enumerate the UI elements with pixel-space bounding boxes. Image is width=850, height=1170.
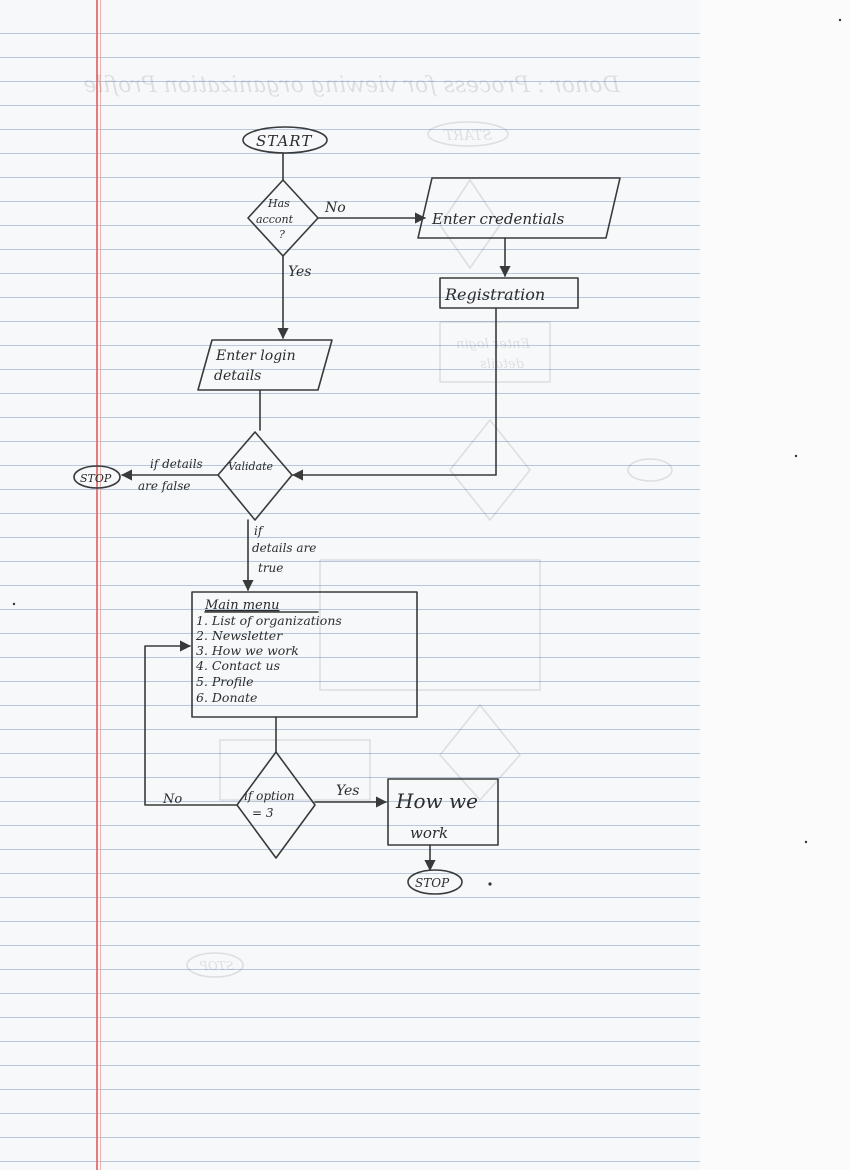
- edge-label-true-line1: if: [254, 524, 265, 538]
- enter-login-line1: Enter login: [215, 348, 296, 364]
- pencil-dot: [12, 602, 16, 606]
- bleed-login-box: [439, 321, 551, 383]
- edge-label-false-line1: if details: [150, 457, 203, 471]
- main-menu-item-6: 6. Donate: [196, 690, 257, 705]
- bleed-diamond-3: [439, 704, 521, 801]
- registration-node: Registration: [439, 277, 579, 309]
- edge-no-loop-to-menu: [144, 640, 238, 806]
- bleed-stop-oval: [186, 952, 244, 978]
- stop-node-bottom: STOP: [407, 869, 463, 895]
- start-node: START: [242, 126, 328, 154]
- bleed-login-line2: details: [480, 357, 524, 372]
- main-menu-item-2: 2. Newsletter: [195, 628, 283, 643]
- edge-label-yes-top: Yes: [288, 264, 312, 280]
- bleed-diamond-2: [449, 419, 531, 521]
- how-we-work-line1: How we: [395, 789, 478, 813]
- enter-credentials-node: Enter credentials: [417, 177, 621, 239]
- enter-credentials-label: Enter credentials: [431, 210, 565, 228]
- enter-credentials-parallelogram: [417, 177, 621, 239]
- bleed-diamond-1: [439, 179, 501, 269]
- edge-registration-to-validate: [291, 307, 497, 481]
- enter-login-line2: details: [214, 368, 261, 384]
- edge-label-true-line2: details are: [252, 541, 316, 555]
- has-account-line1: Has: [267, 197, 290, 210]
- has-account-line3: ?: [279, 228, 285, 241]
- start-oval: [242, 126, 328, 154]
- bleed-stop-oval-left: [627, 458, 673, 482]
- option-line2: = 3: [252, 806, 274, 820]
- has-account-line2: accont: [256, 213, 294, 226]
- bleed-start-label: START: [442, 128, 492, 144]
- registration-box: [439, 277, 579, 309]
- option-diamond: [236, 751, 316, 859]
- how-we-work-node: How we work: [387, 778, 499, 846]
- pencil-dot: [838, 18, 842, 22]
- edge-label-no-top: No: [324, 200, 346, 216]
- validate-diamond: [217, 431, 293, 521]
- pencil-dot: [794, 454, 798, 458]
- option-line1: if option: [244, 789, 295, 803]
- edge-label-yes-bottom: Yes: [336, 783, 360, 799]
- validate-decision: Validate: [217, 431, 293, 521]
- pencil-dot: [488, 882, 492, 886]
- main-menu-item-1: 1. List of organizations: [196, 613, 342, 628]
- option-decision: if option = 3: [236, 751, 316, 859]
- notebook-paper: [0, 0, 700, 1170]
- bleed-through-layer: Donor : Process for viewing organization…: [83, 73, 673, 978]
- margin-line: [96, 0, 98, 1170]
- has-account-decision: Has accont ?: [247, 179, 319, 257]
- main-menu-title: Main menu: [204, 598, 280, 613]
- start-label: START: [256, 132, 312, 150]
- edge-label-true-line3: true: [258, 561, 283, 575]
- bleed-display-box: [219, 739, 371, 801]
- margin-line-inner: [100, 0, 101, 1170]
- stop-label-bottom: STOP: [415, 876, 450, 890]
- registration-label: Registration: [444, 285, 545, 304]
- enter-login-node: Enter login details: [197, 339, 333, 391]
- bleed-start-oval: [427, 121, 509, 147]
- pencil-dot: [804, 840, 808, 844]
- main-menu-item-5: 5. Profile: [196, 674, 254, 689]
- bleed-stop-label: STOP: [199, 959, 234, 973]
- main-menu-node: Main menu 1. List of organizations 2. Ne…: [191, 591, 418, 718]
- bleed-menu-box: [319, 559, 541, 691]
- bleed-login-line1: Enter login: [456, 337, 531, 352]
- bleed-heading: Donor : Process for viewing organization…: [83, 73, 621, 98]
- main-menu-item-3: 3. How we work: [196, 643, 299, 658]
- how-we-work-line2: work: [410, 824, 448, 842]
- how-we-work-box: [387, 778, 499, 846]
- stop-oval-left: [73, 465, 121, 489]
- stop-node-left: STOP: [73, 465, 121, 489]
- validate-label: Validate: [228, 460, 274, 473]
- main-menu-box: [191, 591, 418, 718]
- stop-oval-bottom: [407, 869, 463, 895]
- main-menu-item-4: 4. Contact us: [195, 658, 280, 673]
- edge-label-false-line2: are false: [138, 479, 191, 493]
- enter-login-parallelogram: [197, 339, 333, 391]
- edge-label-no-bottom: No: [162, 792, 182, 807]
- stop-label-left: STOP: [80, 472, 112, 485]
